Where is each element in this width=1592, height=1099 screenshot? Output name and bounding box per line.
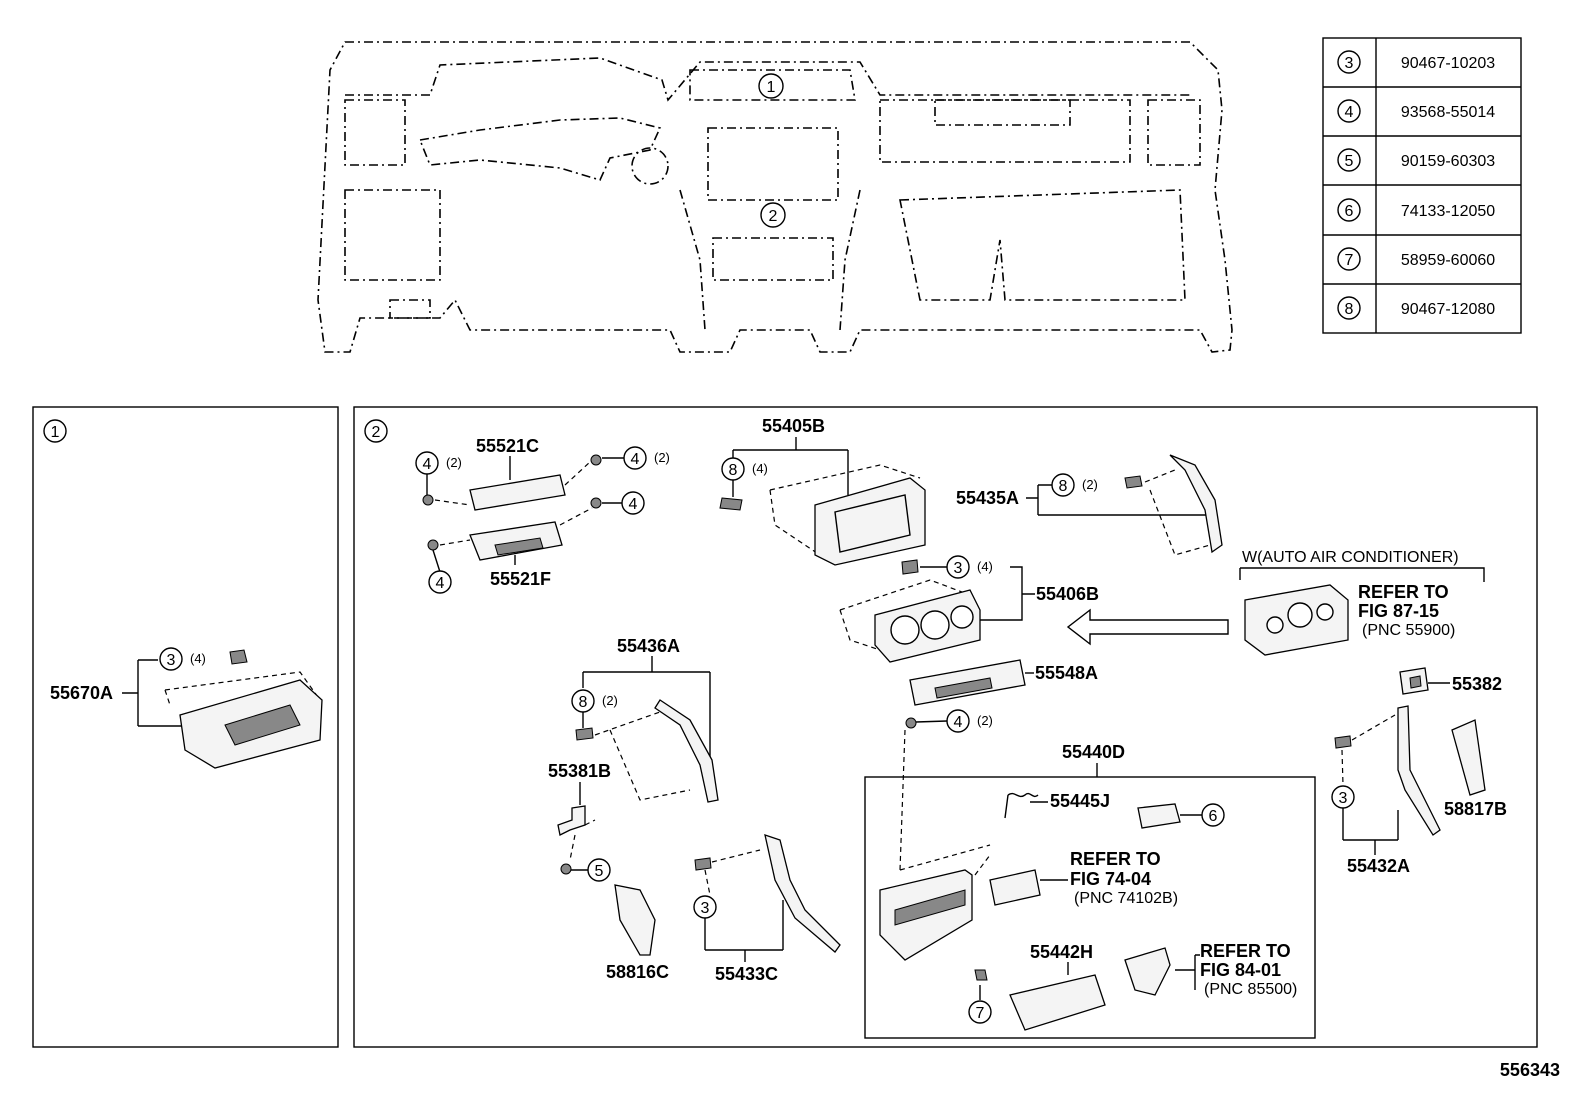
panel-1-ref: 1 [51,424,60,441]
instrument-panel-overview: 1 2 [317,41,1233,353]
callout-7-text: 7 [976,1005,985,1022]
callout-3-text: 3 [167,652,176,669]
table-ref-cell: 7 [1345,252,1354,269]
panel-55521F [469,521,563,561]
ref-74-line2: FIG 74-04 [1070,869,1151,889]
detail-panel-1: 1 55670A 3 (4) [32,406,339,1048]
overview-callout-1-text: 1 [767,79,776,96]
callout-4-text: 4 [436,575,445,592]
callout-8-text: 8 [729,462,738,479]
auto-ac-refer-line2: FIG 87-15 [1358,601,1439,621]
table-part-no-cell: 90159-60303 [1401,153,1495,170]
ref-84-line1: REFER TO [1200,941,1291,961]
callout-8-text: 8 [1059,478,1068,495]
clip-part [229,649,248,665]
panel-2-ref: 2 [372,424,381,441]
callout-qty: (2) [602,693,618,708]
arrow-left-icon [1066,608,1229,646]
callout-qty: (4) [977,559,993,574]
part-label-55440D: 55440D [1062,742,1125,762]
table-ref-cell: 6 [1345,203,1354,220]
callout-5-text: 5 [595,863,604,880]
part-label-55405B: 55405B [762,416,825,436]
part-label-55442H: 55442H [1030,942,1093,962]
callout-8-text: 8 [579,694,588,711]
trim-55436A [654,699,719,803]
part-label-55548A: 55548A [1035,663,1098,683]
part-label-55382: 55382 [1452,674,1502,694]
ref-84-line2: FIG 84-01 [1200,960,1281,980]
table-row: 8 90467-12080 [1337,296,1495,320]
ref-84-line3: (PNC 85500) [1204,981,1297,998]
part-label-55445J: 55445J [1050,791,1110,811]
trim-55432A [1397,705,1441,836]
table-part-no-cell: 90467-12080 [1401,301,1495,318]
table-ref-cell: 3 [1345,55,1354,72]
table-row: 7 58959-60060 [1337,247,1495,271]
callout-4-text: 4 [954,714,963,731]
callout-4-text: 4 [629,496,638,513]
part-label-55521F: 55521F [490,569,551,589]
part-label-55435A: 55435A [956,488,1019,508]
cover-58816C [614,884,656,956]
callout-6-text: 6 [1209,808,1218,825]
part-label-55521C: 55521C [476,436,539,456]
lid-55442H [1009,974,1106,1031]
part-label-55432A: 55432A [1347,856,1410,876]
overview-callout-1 [758,73,784,99]
cover-58817B [1451,719,1486,796]
emblem-part [1137,803,1181,829]
part-label-55670A: 55670A [50,683,113,703]
callout-qty: (4) [190,651,206,666]
part-label-58816C: 58816C [606,962,669,982]
trim-55433C [764,834,841,953]
table-row: 5 90159-60303 [1337,148,1495,172]
auto-ac-heading: W(AUTO AIR CONDITIONER) [1242,549,1459,566]
trim-55435A [1169,454,1223,554]
table-part-no-cell: 74133-12050 [1401,203,1495,220]
auto-ac-refer-line1: REFER TO [1358,582,1449,602]
part-label-55381B: 55381B [548,761,611,781]
socket-part [989,869,1041,906]
overview-callout-2 [760,202,786,228]
callout-4-text: 4 [631,451,640,468]
part-label-55433C: 55433C [715,964,778,984]
callout-3-text: 3 [954,560,963,577]
power-outlet-part [1124,947,1171,996]
ref-74-line3: (PNC 74102B) [1074,890,1178,907]
callout-qty: (2) [446,455,462,470]
part-label-55406B: 55406B [1036,584,1099,604]
table-ref-cell: 5 [1345,153,1354,170]
table-part-no-cell: 58959-60060 [1401,252,1495,269]
callout-4-text: 4 [423,456,432,473]
part-label-55436A: 55436A [617,636,680,656]
auto-ac-refer-line3: (PNC 55900) [1362,622,1455,639]
callout-qty: (2) [654,450,670,465]
table-row: 3 90467-10203 [1337,50,1495,74]
table-ref-cell: 4 [1345,104,1354,121]
callout-qty: (4) [752,461,768,476]
callout-qty: (2) [1082,477,1098,492]
ref-74-line1: REFER TO [1070,849,1161,869]
bracket-55381B [557,805,586,836]
panel-55521C [469,474,566,511]
callout-qty: (2) [977,713,993,728]
table-part-no-cell: 93568-55014 [1401,104,1495,121]
table-row: 6 74133-12050 [1337,198,1495,222]
callout-3-text: 3 [1339,790,1348,807]
table-part-no-cell: 90467-10203 [1401,55,1495,72]
overview-callout-2-text: 2 [769,208,778,225]
callout-3-text: 3 [701,900,710,917]
group-box-55440D [864,776,1316,1039]
detail-panel-2: 2 4 (2) 55521C 4 (2) 4 4 55521F 55405B 8 [353,406,1538,1048]
frame-55405B [814,477,926,566]
fastener-table: 3 90467-10203 4 93568-55014 5 90159-6030… [1322,37,1522,334]
table-row: 4 93568-55014 [1337,99,1495,123]
figure-number: 556343 [1500,1060,1560,1080]
table-ref-cell: 8 [1345,301,1354,318]
part-label-58817B: 58817B [1444,799,1507,819]
